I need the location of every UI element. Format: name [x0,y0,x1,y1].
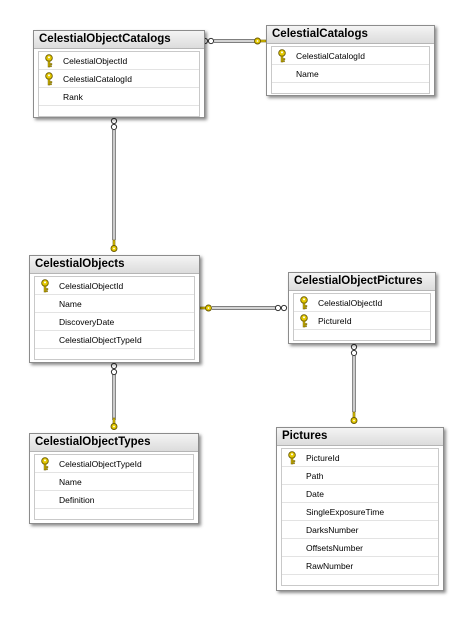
empty-icon-slot [284,468,300,484]
column-name: Name [59,476,82,487]
key-icon [110,417,118,430]
column-name: SingleExposureTime [306,506,385,517]
empty-icon-slot [284,504,300,520]
key-icon [296,313,312,329]
key-icon [110,239,118,252]
column-name: CelestialObjectTypeId [59,458,142,469]
empty-row [272,83,429,94]
table-celestial-object-catalogs[interactable]: CelestialObjectCatalogs CelestialObjectI… [33,30,205,118]
column-name: OffsetsNumber [306,542,364,553]
column-row[interactable]: CelestialObjectId [35,277,194,295]
column-row[interactable]: Definition [35,491,193,509]
table-celestial-object-types[interactable]: CelestialObjectTypes CelestialObjectType… [29,433,199,524]
key-icon [37,278,53,294]
column-row[interactable]: Date [282,485,438,503]
column-row[interactable]: Name [35,295,194,313]
column-row[interactable]: Name [35,473,193,491]
column-name: PictureId [318,315,352,326]
empty-row [35,509,193,520]
column-row[interactable]: SingleExposureTime [282,503,438,521]
table-title: CelestialObjectTypes [30,434,198,452]
column-name: Path [306,470,324,481]
empty-icon-slot [37,296,53,312]
column-name: Date [306,488,324,499]
column-name: CelestialObjectId [63,55,128,66]
empty-row [294,330,430,341]
infinity-icon [274,304,288,312]
column-row[interactable]: CelestialObjectTypeId [35,455,193,473]
column-row[interactable]: CelestialCatalogId [272,47,429,65]
column-row[interactable]: DarksNumber [282,521,438,539]
column-name: CelestialObjectId [318,297,383,308]
key-icon [199,304,212,312]
empty-icon-slot [284,558,300,574]
table-title: CelestialCatalogs [267,26,434,44]
column-name: Name [59,298,82,309]
column-row[interactable]: Name [272,65,429,83]
column-row[interactable]: CelestialObjectId [294,294,430,312]
column-name: Definition [59,494,95,505]
column-name: PictureId [306,452,340,463]
column-name: DarksNumber [306,524,359,535]
column-row[interactable]: CelestialCatalogId [39,70,199,88]
table-celestial-object-pictures[interactable]: CelestialObjectPictures CelestialObjectI… [288,272,436,344]
empty-row [39,106,199,117]
empty-icon-slot [284,522,300,538]
table-title: Pictures [277,428,443,446]
column-name: CelestialCatalogId [63,73,132,84]
column-row[interactable]: OffsetsNumber [282,539,438,557]
column-row[interactable]: CelestialObjectTypeId [35,331,194,349]
empty-icon-slot [37,332,53,348]
column-row[interactable]: Rank [39,88,199,106]
key-icon [37,456,53,472]
empty-icon-slot [274,66,290,82]
key-icon [41,53,57,69]
key-icon [274,48,290,64]
infinity-icon [350,343,358,357]
column-name: Name [296,68,319,79]
column-name: RawNumber [306,560,354,571]
empty-row [282,575,438,586]
column-row[interactable]: PictureId [282,449,438,467]
column-row[interactable]: RawNumber [282,557,438,575]
column-name: CelestialCatalogId [296,50,365,61]
empty-icon-slot [284,540,300,556]
column-row[interactable]: DiscoveryDate [35,313,194,331]
column-name: DiscoveryDate [59,316,115,327]
column-row[interactable]: Path [282,467,438,485]
table-title: CelestialObjectCatalogs [34,31,204,49]
infinity-icon [110,362,118,376]
key-icon [350,411,358,424]
empty-icon-slot [41,89,57,105]
infinity-icon [110,117,118,131]
empty-row [35,349,194,360]
empty-icon-slot [37,492,53,508]
column-row[interactable]: CelestialObjectId [39,52,199,70]
table-title: CelestialObjects [30,256,199,274]
empty-icon-slot [284,486,300,502]
table-title: CelestialObjectPictures [289,273,435,291]
empty-icon-slot [37,314,53,330]
column-name: CelestialObjectTypeId [59,334,142,345]
column-name: CelestialObjectId [59,280,124,291]
key-icon [254,37,267,45]
key-icon [284,450,300,466]
column-row[interactable]: PictureId [294,312,430,330]
column-name: Rank [63,91,83,102]
key-icon [41,71,57,87]
key-icon [296,295,312,311]
empty-icon-slot [37,474,53,490]
